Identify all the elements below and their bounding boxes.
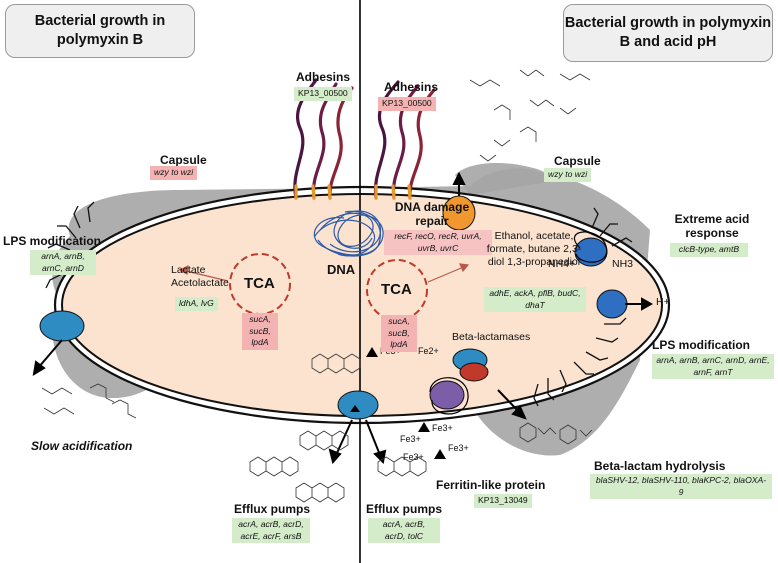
beta-lactam-hydrolysis-label: Beta-lactam hydrolysis: [594, 459, 726, 473]
left-efflux-label: Efflux pumps: [234, 502, 311, 516]
dna-repair-label: DNA damage repair: [394, 200, 470, 228]
right-adhesins-gene: KP13_00500: [378, 97, 436, 111]
nh4-label: NH4+: [548, 258, 576, 270]
fe3-label-4: Fe3+: [448, 443, 469, 453]
lps-right: [533, 317, 627, 407]
right-capsule-label: Capsule: [554, 154, 601, 168]
left-lps-genes: arnA, arnB, arnC, arnD: [30, 250, 96, 275]
arrows: [32, 171, 654, 465]
metabolite-arrows: [178, 263, 470, 283]
fe3-label-5: Fe3+: [403, 452, 424, 462]
left-capsule-gene: wzy to wzi: [150, 166, 198, 180]
fe-triangle-2: [418, 422, 430, 432]
dna-icon: [313, 210, 384, 257]
acid-response-label: Extreme acid response: [674, 212, 750, 240]
efflux-pump-center: [337, 390, 379, 420]
left-efflux-genes: acrA, acrB, acrD, acrE, acrF, arsB: [232, 518, 310, 543]
left-metabolites: Lactate Acetolactate: [171, 264, 229, 289]
left-adhesins-gene: KP13_00500: [294, 87, 352, 101]
right-lps-genes: arnA, arnB, arnC, arnD, arnE, arnF, arnT: [652, 354, 774, 379]
fe-triangle-1: [366, 347, 378, 357]
left-metabolite-genes: ldhA, lvG: [175, 297, 218, 311]
right-tca-label: TCA: [381, 281, 412, 298]
beta-lactam-genes: blaSHV-12, blaSHV-110, blaKPC-2, blaOXA-…: [590, 474, 772, 499]
ferritin-label: Ferritin-like protein: [436, 478, 546, 492]
ferritin-gene: KP13_13049: [474, 494, 532, 508]
dna-label: DNA: [327, 262, 356, 277]
right-tca-genes: sucA, sucB, lpdA: [381, 315, 417, 352]
fe3-label-3: Fe3+: [432, 423, 453, 433]
fermentation-products: Ethanol, acetate, formate, butane 2,3-di…: [486, 230, 582, 268]
nh4-cycle-arrow: [573, 231, 608, 263]
hplus-label: H+: [656, 296, 670, 308]
lps-top-right: [591, 207, 633, 247]
left-adhesins-label: Adhesins: [296, 70, 351, 84]
left-tca-label: TCA: [244, 275, 275, 292]
right-panel-title: Bacterial growth in polymyxin B and acid…: [563, 4, 773, 62]
fe-triangle-4: [350, 405, 360, 412]
chemical-structures: [41, 69, 593, 503]
dna-repair-genes: recF, recO, recR, uvrA, uvrB, uvrC: [384, 230, 492, 255]
right-efflux-label: Efflux pumps: [366, 502, 443, 516]
acid-response-genes: clcB-type, amtB: [670, 243, 748, 257]
nh3-label: NH3: [612, 258, 634, 270]
fe3-label-2: Fe3+: [400, 434, 421, 444]
beta-lactamases-label: Beta-lactamases: [452, 331, 531, 343]
right-capsule-gene: wzy to wzi: [544, 168, 592, 182]
fe-cycle-arrow: [429, 377, 469, 415]
left-capsule-label: Capsule: [160, 153, 207, 167]
ferritin-protein: [429, 380, 465, 410]
chloride-channel: [596, 289, 628, 319]
right-efflux-genes: acrA, acrB, acrD, tolC: [368, 518, 440, 543]
slow-acidification-label: Slow acidification: [31, 439, 133, 453]
right-adhesins-label: Adhesins: [384, 80, 439, 94]
fermentation-genes: adhE, ackA, pflB, budC, dhaT: [484, 287, 586, 312]
left-tca-genes: sucA, sucB, lpdA: [242, 313, 278, 350]
membrane-porin-left: [39, 310, 85, 342]
left-lps-label: LPS modification: [3, 234, 102, 248]
fe-triangle-3: [434, 449, 446, 459]
beta-lactamase-red: [459, 362, 489, 382]
capsule-top-right: [455, 163, 560, 195]
fe2-label: Fe2+: [418, 346, 439, 356]
left-panel-title: Bacterial growth in polymyxin B: [5, 4, 195, 58]
right-lps-label: LPS modification: [652, 338, 751, 352]
